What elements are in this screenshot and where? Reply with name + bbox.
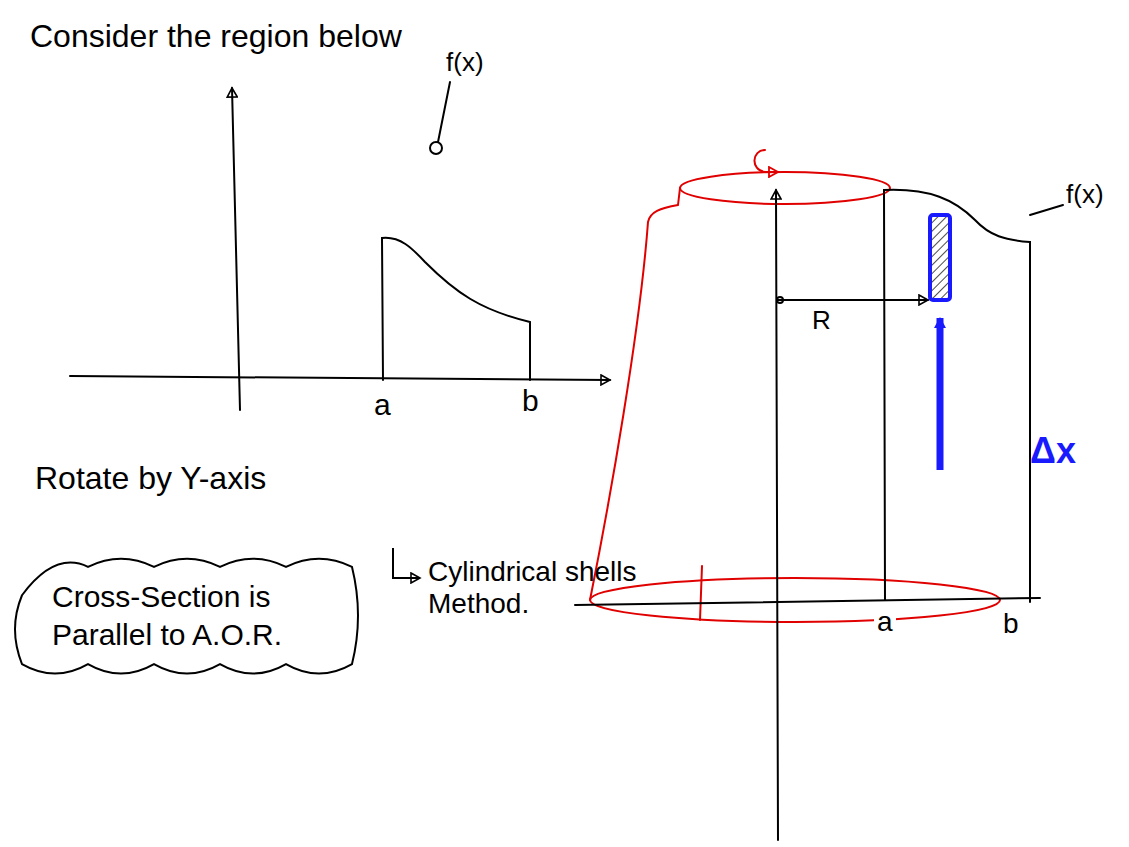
function-label: f(x) [1066, 180, 1104, 210]
note-text: Cross-Section is Parallel to A.O.R. [52, 578, 322, 653]
cloud-note: Cross-Section is Parallel to A.O.R. [12, 548, 362, 683]
bound-label: a [374, 388, 391, 423]
cloud-outline [12, 548, 362, 683]
instruction-note: Rotate by Y-axis [35, 460, 266, 497]
heading-note: Consider the region below [30, 18, 402, 55]
bound-label: a [874, 606, 896, 638]
width-label: Δx [1030, 430, 1076, 471]
radius-label: R [812, 306, 831, 336]
method-note: Cylindrical shells Method. [428, 556, 658, 620]
function-label: f(x) [446, 48, 484, 78]
bound-label: b [1000, 608, 1022, 640]
bound-label: b [522, 384, 539, 419]
